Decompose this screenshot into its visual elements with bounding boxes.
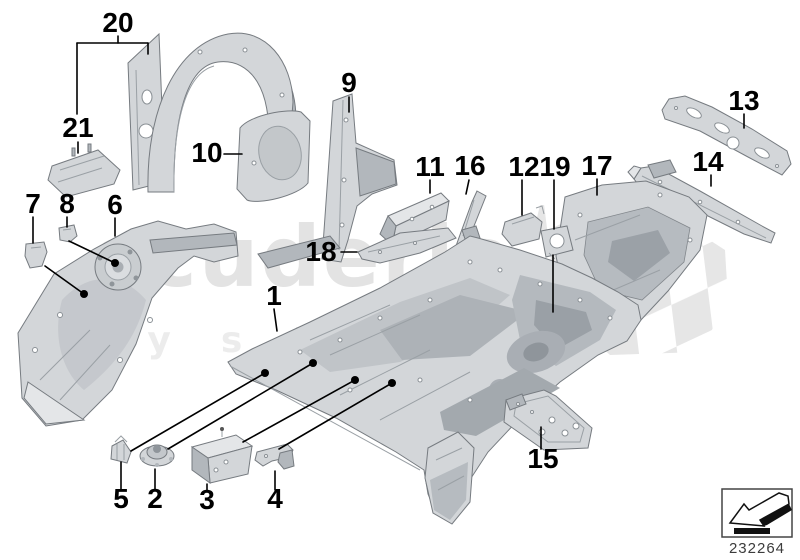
callout-label-16: 16 [454, 150, 485, 181]
part-19-grommet [540, 225, 574, 260]
part-2-round-mount [139, 444, 175, 467]
leader-line [68, 240, 116, 264]
callout-label-12: 12 [508, 151, 539, 182]
callout-label-5: 5 [113, 483, 129, 514]
view-direction-arrow-icon [728, 492, 792, 534]
leader-dot [111, 259, 119, 267]
part-21-mount-plate [47, 143, 121, 198]
part-18-support-rail [357, 227, 457, 264]
leader-dot [351, 376, 359, 384]
part-6-wheel-house-assembly [17, 220, 239, 427]
leader-line [44, 265, 85, 295]
leader-line [278, 382, 393, 450]
callout-label-3: 3 [199, 484, 215, 515]
callout-label-8: 8 [59, 188, 75, 219]
part-8-clip [58, 224, 78, 243]
callout-label-19: 19 [539, 151, 570, 182]
callout-label-9: 9 [341, 67, 357, 98]
part-13-rear-panel [661, 95, 792, 176]
leader-line [167, 362, 314, 450]
part-7-bracket [24, 241, 48, 269]
part-15-mounting-bracket [503, 389, 593, 451]
leader-dot [80, 290, 88, 298]
leader-dot [261, 369, 269, 377]
part-4-angle-bracket [254, 443, 295, 470]
part-9-support-rail [257, 93, 398, 269]
callout-label-6: 6 [107, 189, 123, 220]
callout-label-7: 7 [25, 188, 41, 219]
callout-label-20: 20 [102, 7, 133, 38]
callout-label-15: 15 [527, 443, 558, 474]
callout-label-2: 2 [147, 483, 163, 514]
leader-dot [309, 359, 317, 367]
part-5-clip [110, 435, 132, 464]
part-1-floor-panel [227, 225, 642, 525]
callout-label-13: 13 [728, 85, 759, 116]
callout-label-10: 10 [191, 137, 222, 168]
callout-label-14: 14 [692, 146, 724, 177]
callout-label-18: 18 [305, 236, 336, 267]
leader-line [273, 308, 278, 332]
part-10-panel [236, 110, 311, 202]
callout-label-4: 4 [267, 483, 283, 514]
diagram-number: 232264 [729, 540, 785, 557]
part-3-box-bracket [190, 427, 254, 485]
callout-label-1: 1 [266, 280, 282, 311]
leader-line [465, 179, 470, 195]
leader-line [130, 372, 266, 452]
leader-dot [388, 379, 396, 387]
callout-label-21: 21 [62, 112, 93, 143]
callout-label-11: 11 [415, 151, 445, 182]
legend: 232264 [721, 488, 793, 557]
part-12-bracket [501, 205, 545, 247]
callout-label-17: 17 [581, 150, 612, 181]
parts-layer [17, 32, 792, 525]
leader-line [242, 379, 356, 443]
